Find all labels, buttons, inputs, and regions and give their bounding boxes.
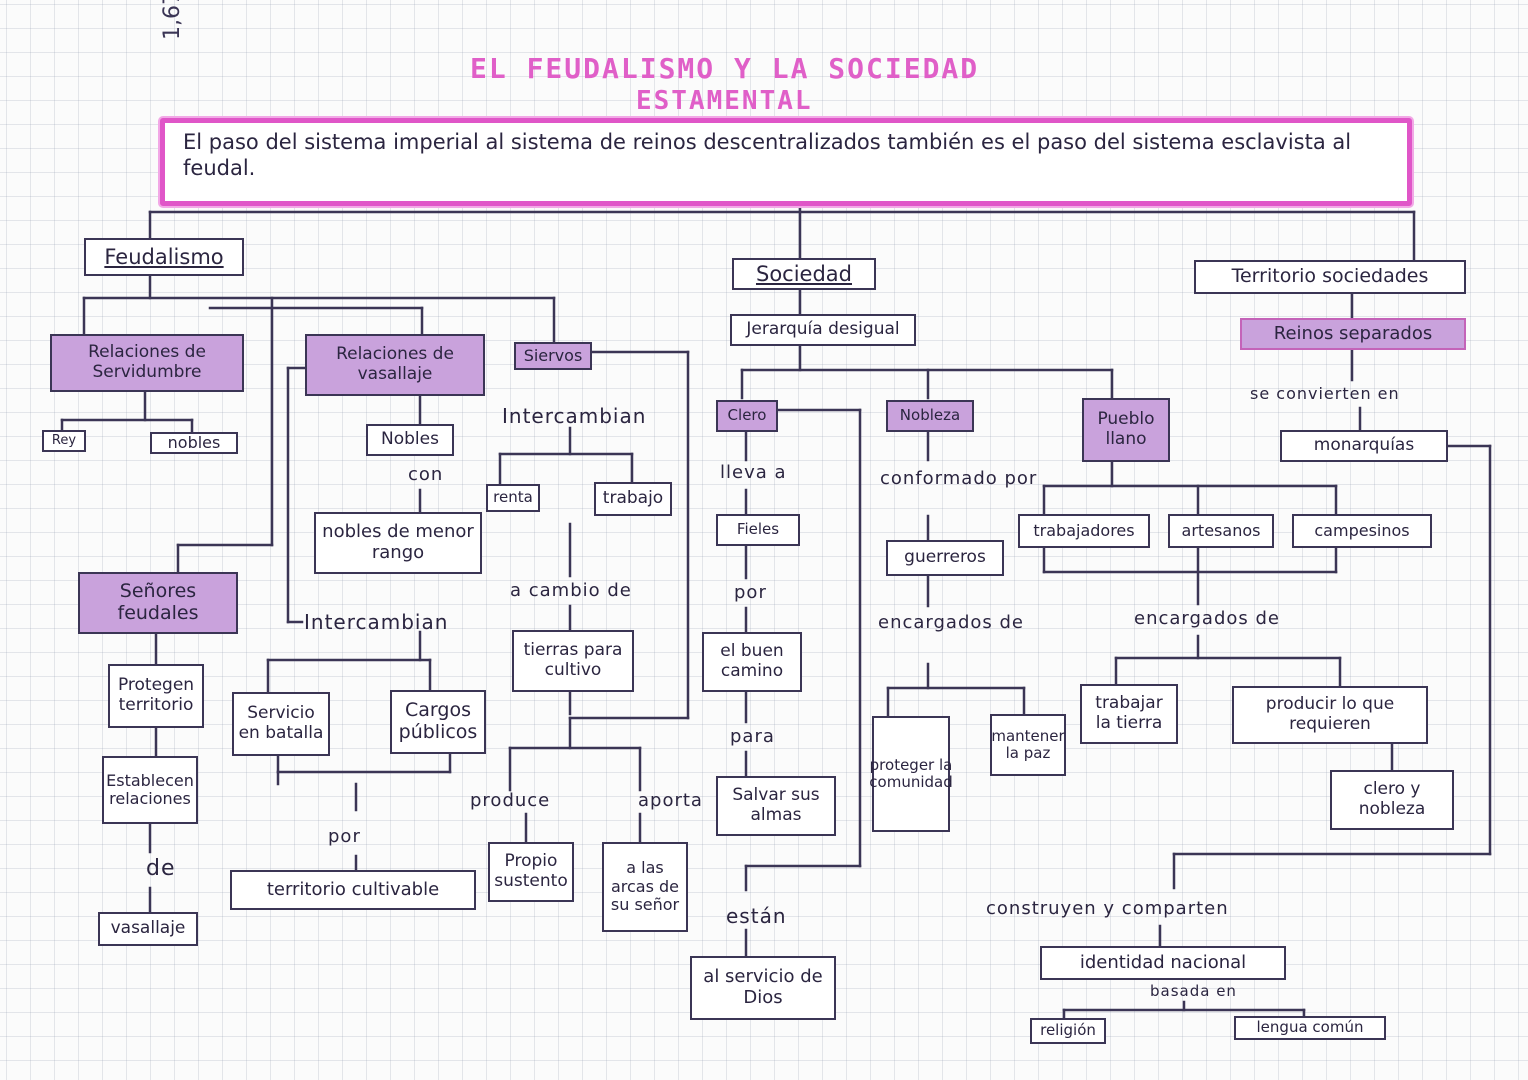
trabajadores-box: trabajadores <box>1018 514 1150 548</box>
lengua-comun-box: lengua común <box>1234 1016 1386 1040</box>
feudalismo-box: Feudalismo <box>84 238 244 276</box>
servicio-batalla-box: Servicio en batalla <box>232 692 330 756</box>
trabajar-tierra-box: trabajar la tierra <box>1080 684 1178 744</box>
se-convierten-label: se convierten en <box>1250 384 1400 403</box>
reinos-separados-box: Reinos separados <box>1240 318 1466 350</box>
intro-box: El paso del sistema imperial al sistema … <box>160 118 1412 206</box>
trabajo-box: trabajo <box>594 482 672 516</box>
por-label: por <box>328 826 361 847</box>
establecen-relaciones-box: Establecen relaciones <box>102 756 198 824</box>
construyen-comparten-label: construyen y comparten <box>986 898 1229 919</box>
relaciones-servidumbre-box: Relaciones de Servidumbre <box>50 334 244 392</box>
relaciones-vasallaje-box: Relaciones de vasallaje <box>305 334 485 396</box>
arcas-senor-box: a las arcas de su señor <box>602 842 688 932</box>
sociedad-box: Sociedad <box>732 258 876 290</box>
nobles-box: nobles <box>150 432 238 454</box>
pueblo-llano-box: Pueblo llano <box>1082 398 1170 462</box>
produce-label: produce <box>470 790 551 811</box>
fieles-box: Fieles <box>716 514 800 546</box>
intercambian-label: Intercambian <box>304 610 449 634</box>
protegen-territorio-box: Protegen territorio <box>108 664 204 728</box>
para-label: para <box>730 726 775 747</box>
cargos-publicos-box: Cargos públicos <box>390 690 486 754</box>
basada-en-label: basada en <box>1150 982 1237 1000</box>
por-clero-label: por <box>734 582 767 603</box>
con-label: con <box>408 464 444 485</box>
conformado-por-label: conformado por <box>880 468 1038 489</box>
nobles-upper-box: Nobles <box>366 424 454 456</box>
salvar-almas-box: Salvar sus almas <box>716 776 836 836</box>
encargados-label: encargados de <box>878 612 1024 633</box>
de-label: de <box>146 856 176 881</box>
tierras-cultivo-box: tierras para cultivo <box>512 630 634 692</box>
estan-label: están <box>726 904 787 928</box>
producir-box: producir lo que requieren <box>1232 686 1428 744</box>
clero-nobleza-box: clero y nobleza <box>1330 770 1454 830</box>
vasallaje-box: vasallaje <box>98 912 198 946</box>
guerreros-box: guerreros <box>886 540 1004 576</box>
buen-camino-box: el buen camino <box>702 632 802 692</box>
siervos-box: Siervos <box>514 342 592 370</box>
territorio-cultivable-box: territorio cultivable <box>230 870 476 910</box>
a-cambio-de-label: a cambio de <box>510 580 632 601</box>
servicio-dios-box: al servicio de Dios <box>690 956 836 1020</box>
jerarquia-box: Jerarquía desigual <box>730 314 916 346</box>
mantener-paz-box: mantener la paz <box>990 714 1066 776</box>
identidad-nacional-box: identidad nacional <box>1040 946 1286 980</box>
senores-feudales-box: Señores feudales <box>78 572 238 634</box>
rey-box: Rey <box>42 430 86 452</box>
renta-box: renta <box>486 484 540 512</box>
artesanos-box: artesanos <box>1168 514 1274 548</box>
propio-sustento-box: Propio sustento <box>488 842 574 902</box>
clero-box: Clero <box>716 400 778 432</box>
territorio-box: Territorio sociedades <box>1194 260 1466 294</box>
monarquias-box: monarquías <box>1280 430 1448 462</box>
page-title: EL FEUDALISMO Y LA SOCIEDAD <box>470 52 980 85</box>
intercambian-siervos-label: Intercambian <box>502 404 647 428</box>
margin-note: 1,67. <box>160 0 185 40</box>
nobles-menor-rango-box: nobles de menor rango <box>314 512 482 574</box>
lleva-a-label: lleva a <box>720 462 787 483</box>
proteger-comunidad-box: proteger la comunidad <box>869 716 953 832</box>
nobleza-box: Nobleza <box>886 400 974 432</box>
campesinos-box: campesinos <box>1292 514 1432 548</box>
page-title-line2: ESTAMENTAL <box>636 86 813 116</box>
encargados-pueblo-label: encargados de <box>1134 608 1280 629</box>
aporta-label: aporta <box>638 790 703 811</box>
religion-box: religión <box>1030 1018 1106 1044</box>
